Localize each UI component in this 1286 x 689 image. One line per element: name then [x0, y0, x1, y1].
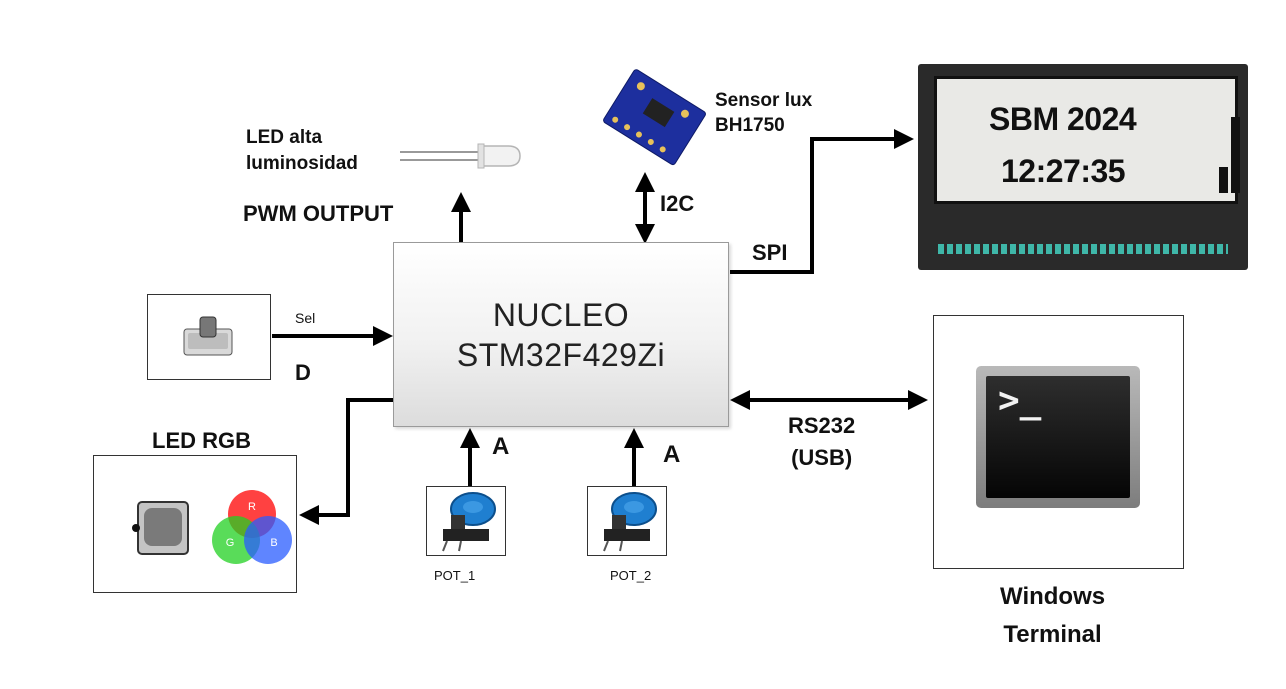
pot2-name: POT_2 — [610, 568, 652, 583]
button-type-label: D — [295, 360, 311, 385]
rgb-arrow — [299, 398, 395, 525]
potentiometer-icon — [603, 492, 657, 552]
rgb-led-title: LED RGB — [152, 428, 251, 453]
push-button-box — [147, 294, 271, 380]
potentiometer-icon — [442, 492, 496, 552]
sensor-board-icon — [603, 69, 706, 166]
terminal-label: Windows Terminal — [1000, 578, 1105, 654]
lcd-bar-large — [1231, 117, 1240, 193]
terminal-label-line1: Windows — [1000, 583, 1106, 610]
terminal-prompt: >_ — [998, 380, 1042, 421]
lcd-pins — [938, 244, 1228, 254]
rgb-letter-r: R — [248, 501, 256, 513]
sel-label: Sel — [295, 310, 316, 326]
lcd-text-line1: SBM 2024 — [989, 101, 1137, 137]
sensor-label: Sensor lux BH1750 — [715, 88, 812, 138]
nucleo-model: STM32F429Zi — [456, 336, 666, 373]
spi-label: SPI — [752, 240, 788, 265]
nucleo-title: NUCLEO — [492, 296, 630, 333]
led-device-label-line2: luminosidad — [246, 153, 358, 174]
terminal-label-line2: Terminal — [1003, 621, 1102, 648]
lcd-screen: SBM 2024 12:27:35 — [934, 76, 1240, 204]
i2c-label: I2C — [660, 191, 695, 216]
lcd-text-line2: 12:27:35 — [1001, 153, 1126, 189]
pot1-type-label: A — [492, 433, 510, 460]
rgb-led-icon — [132, 501, 189, 555]
serial-label-line1: RS232 — [788, 413, 856, 438]
terminal-icon: >_ — [976, 366, 1140, 508]
pot1-name: POT_1 — [434, 568, 476, 583]
sensor-label-line2: BH1750 — [715, 115, 785, 136]
serial-label-line2: (USB) — [791, 445, 853, 470]
rgb-letter-g: G — [226, 537, 235, 549]
lcd-display-icon: SBM 2024 12:27:35 — [918, 64, 1248, 270]
serial-label: RS232 (USB) — [788, 410, 855, 474]
push-button-icon — [183, 316, 233, 356]
lcd-bar-small — [1219, 167, 1228, 193]
rgb-led-box: R G B — [93, 455, 297, 593]
led-device-label: LED alta luminosidad — [246, 125, 358, 177]
terminal-screen: >_ — [986, 376, 1130, 498]
pot2-box — [587, 486, 667, 556]
spi-arrow — [730, 129, 914, 274]
led-icon — [400, 143, 521, 169]
led-device-label-line1: LED alta — [246, 127, 323, 148]
pwm-output-label: PWM OUTPUT — [243, 201, 394, 226]
rgb-color-wheel-icon: R G B — [212, 490, 292, 564]
rgb-letter-b: B — [270, 537, 277, 549]
sensor-label-line1: Sensor lux — [715, 90, 813, 111]
pot1-box — [426, 486, 506, 556]
pot2-type-label: A — [663, 441, 681, 468]
nucleo-board-block: NUCLEO STM32F429Zi — [393, 242, 729, 427]
